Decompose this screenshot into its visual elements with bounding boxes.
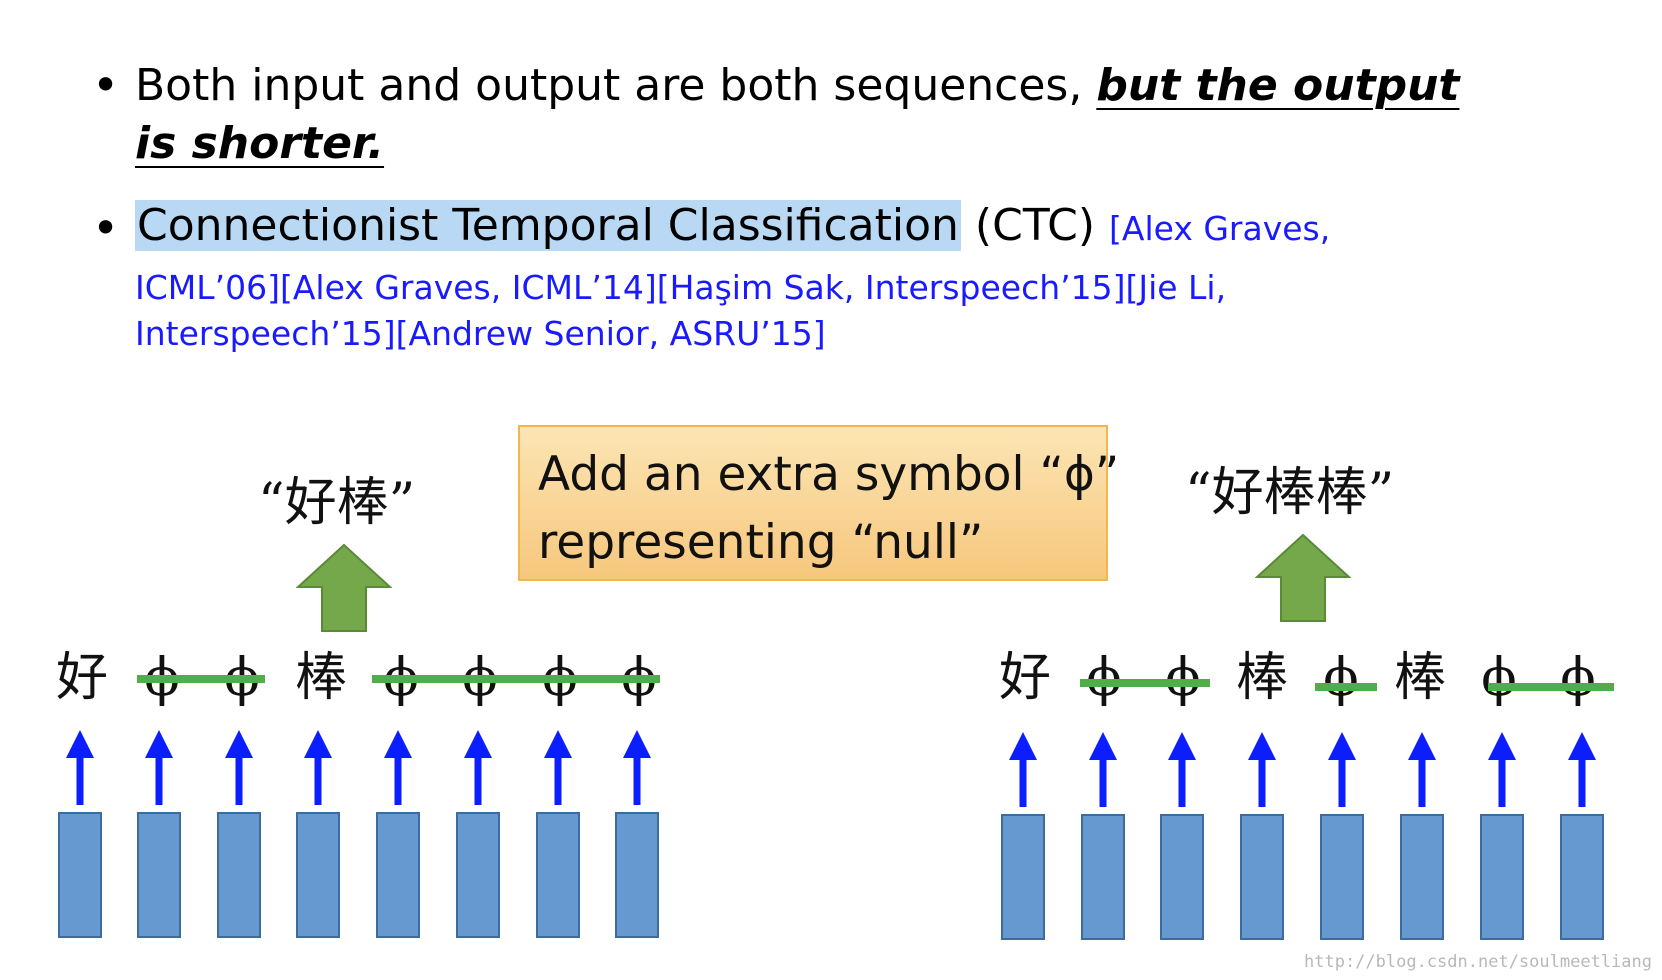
citation-3: Interspeech’15][Andrew Senior, ASRU’15] [135,314,826,353]
citation-1: [Alex Graves, [1109,209,1331,248]
bullet-1-plain: Both input and output are both sequences… [135,60,1097,111]
left-input-box-7 [536,812,580,938]
ctc-abbrev: (CTC) [960,200,1109,251]
right-output-label: “好棒棒” [1185,463,1395,523]
right-token-6: 棒 [1393,648,1446,708]
left-input-box-8 [615,812,659,938]
bullet-1-text-line2: is shorter. [135,118,384,169]
left-input-box-4 [296,812,340,938]
callout-line-2: representing “null” [538,515,984,570]
watermark: http://blog.csdn.net/soulmeetliang [1304,952,1652,972]
left-input-box-2 [137,812,181,938]
ctc-highlight: Connectionist Temporal Classification [135,200,961,251]
right-token-3: ϕ [1165,648,1201,708]
bullet-1-emphasis-2: is shorter. [135,118,385,169]
right-input-box-1 [1001,814,1045,940]
left-strike-2 [372,675,660,683]
left-token-4: 棒 [294,648,347,708]
right-strike-1 [1080,679,1210,687]
right-input-box-4 [1240,814,1284,940]
bullet-1-emphasis: but the output [1096,60,1460,111]
left-input-box-1 [58,812,102,938]
right-input-box-2 [1081,814,1125,940]
right-token-2: ϕ [1086,648,1122,708]
right-token-8: ϕ [1560,648,1596,708]
left-input-box-6 [456,812,500,938]
right-token-4: 棒 [1235,648,1288,708]
right-strike-2 [1315,683,1377,691]
bullet-1-text: Both input and output are both sequences… [135,60,1459,111]
right-input-box-7 [1480,814,1524,940]
bullet-dot-1: • [92,58,120,112]
left-input-box-3 [217,812,261,938]
right-token-1: 好 [998,648,1051,708]
left-strike-1 [137,675,265,683]
right-strike-3 [1488,683,1614,691]
bullet-dot-2: • [92,201,120,255]
right-input-box-3 [1160,814,1204,940]
right-input-box-5 [1320,814,1364,940]
right-token-5: ϕ [1323,648,1359,708]
citation-2: ICML’06][Alex Graves, ICML’14][Haşim Sak… [135,268,1227,307]
callout-line-1: Add an extra symbol “ϕ” [538,447,1120,502]
left-input-box-5 [376,812,420,938]
left-token-1: 好 [55,648,108,708]
left-up-arrow-icon [296,543,392,632]
right-input-box-6 [1400,814,1444,940]
right-token-7: ϕ [1481,648,1517,708]
null-symbol-callout: Add an extra symbol “ϕ” representing “nu… [518,425,1120,581]
right-input-box-8 [1560,814,1604,940]
right-up-arrow-icon [1255,533,1351,622]
left-output-label: “好棒” [258,473,416,533]
bullet-2-text: Connectionist Temporal Classification (C… [135,200,1330,251]
